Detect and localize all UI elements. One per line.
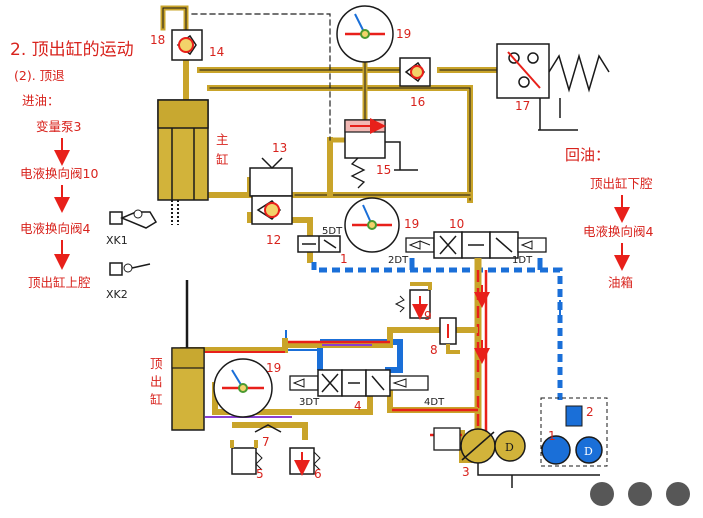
inlet-step-4: 顶出缸上腔 <box>28 275 91 290</box>
label-2dt: 2DT <box>388 255 409 266</box>
pump-1-unit: D <box>540 397 608 467</box>
return-step-3: 油箱 <box>608 275 633 290</box>
play-icon[interactable] <box>628 482 652 506</box>
number-6: 6 <box>314 467 322 481</box>
return-step-1: 顶出缸下腔 <box>590 176 653 191</box>
check-valve-12 <box>251 195 293 225</box>
check-valve-13 <box>249 157 293 197</box>
label-3dt: 3DT <box>299 397 320 408</box>
number-17: 17 <box>515 99 530 113</box>
limit-switch-xk1 <box>109 209 158 229</box>
main-cylinder-label: 缸 <box>216 152 229 167</box>
eject-cylinder-label: 出 <box>150 374 163 389</box>
check-valve-14 <box>171 29 203 61</box>
valve-6 <box>289 447 321 476</box>
number-5: 5 <box>256 467 264 481</box>
number-2: 2 <box>586 405 594 419</box>
number-8: 8 <box>430 343 438 357</box>
inlet-step-1: 变量泵3 <box>36 119 81 134</box>
pressure-gauge-19-bottom <box>213 358 273 418</box>
valve-5 <box>230 440 263 475</box>
diagram-subtitle: (2). 顶退 <box>14 68 65 83</box>
number-12: 12 <box>266 233 281 247</box>
number-1: 1 <box>340 252 348 266</box>
inlet-step-3: 电液换向阀4 <box>20 221 91 236</box>
xk1-label: XK1 <box>106 234 128 247</box>
diagram-title: 2. 顶出缸的运动 <box>10 39 134 60</box>
number-3: 3 <box>462 465 470 479</box>
next-icon[interactable] <box>666 482 690 506</box>
check-valve-16 <box>399 57 431 87</box>
relief-valve-9 <box>394 282 432 320</box>
number-4: 4 <box>354 399 362 413</box>
return-step-2: 电液换向阀4 <box>583 224 654 239</box>
main-cylinder-label: 主 <box>216 132 229 147</box>
number-16: 16 <box>410 95 425 109</box>
number-14: 14 <box>209 45 224 59</box>
number-15: 15 <box>376 163 391 177</box>
valve-17 <box>496 43 610 131</box>
number-19: 19 <box>266 361 281 375</box>
eject-cylinder <box>171 280 205 431</box>
number-1: 1 <box>548 429 556 443</box>
inlet-step-2: 电液换向阀10 <box>20 166 98 181</box>
number-7: 7 <box>262 435 270 449</box>
directional-valve-10 <box>405 231 547 259</box>
svg-text:D: D <box>584 445 593 458</box>
limit-switch-xk2 <box>109 262 151 276</box>
inlet-heading: 进油： <box>22 93 60 108</box>
prev-icon[interactable] <box>590 482 614 506</box>
label-1dt: 1DT <box>512 255 533 266</box>
pressure-gauge-19-top <box>336 5 394 63</box>
pressure-gauge-19-mid <box>344 197 400 253</box>
eject-cylinder-label: 缸 <box>150 392 163 407</box>
nav-buttons <box>590 482 690 506</box>
valve-15 <box>344 118 418 189</box>
label-4dt: 4DT <box>424 397 445 408</box>
valve-7 <box>254 424 282 433</box>
svg-text:D: D <box>505 441 514 454</box>
eject-cylinder-label: 顶 <box>150 356 163 371</box>
number-9: 9 <box>424 309 432 323</box>
number-19: 19 <box>396 27 411 41</box>
number-19: 19 <box>404 217 419 231</box>
xk2-label: XK2 <box>106 288 128 301</box>
main-cylinder <box>157 99 209 225</box>
label-5dt: 5DT <box>322 226 343 237</box>
solenoid-valve-5dt <box>297 235 341 253</box>
relief-valve-8 <box>439 317 460 354</box>
return-heading: 回油： <box>565 146 610 164</box>
number-10: 10 <box>449 217 464 231</box>
number-13: 13 <box>272 141 287 155</box>
variable-pump-3: D <box>433 427 600 488</box>
directional-valve-4 <box>289 369 429 397</box>
number-18: 18 <box>150 33 165 47</box>
